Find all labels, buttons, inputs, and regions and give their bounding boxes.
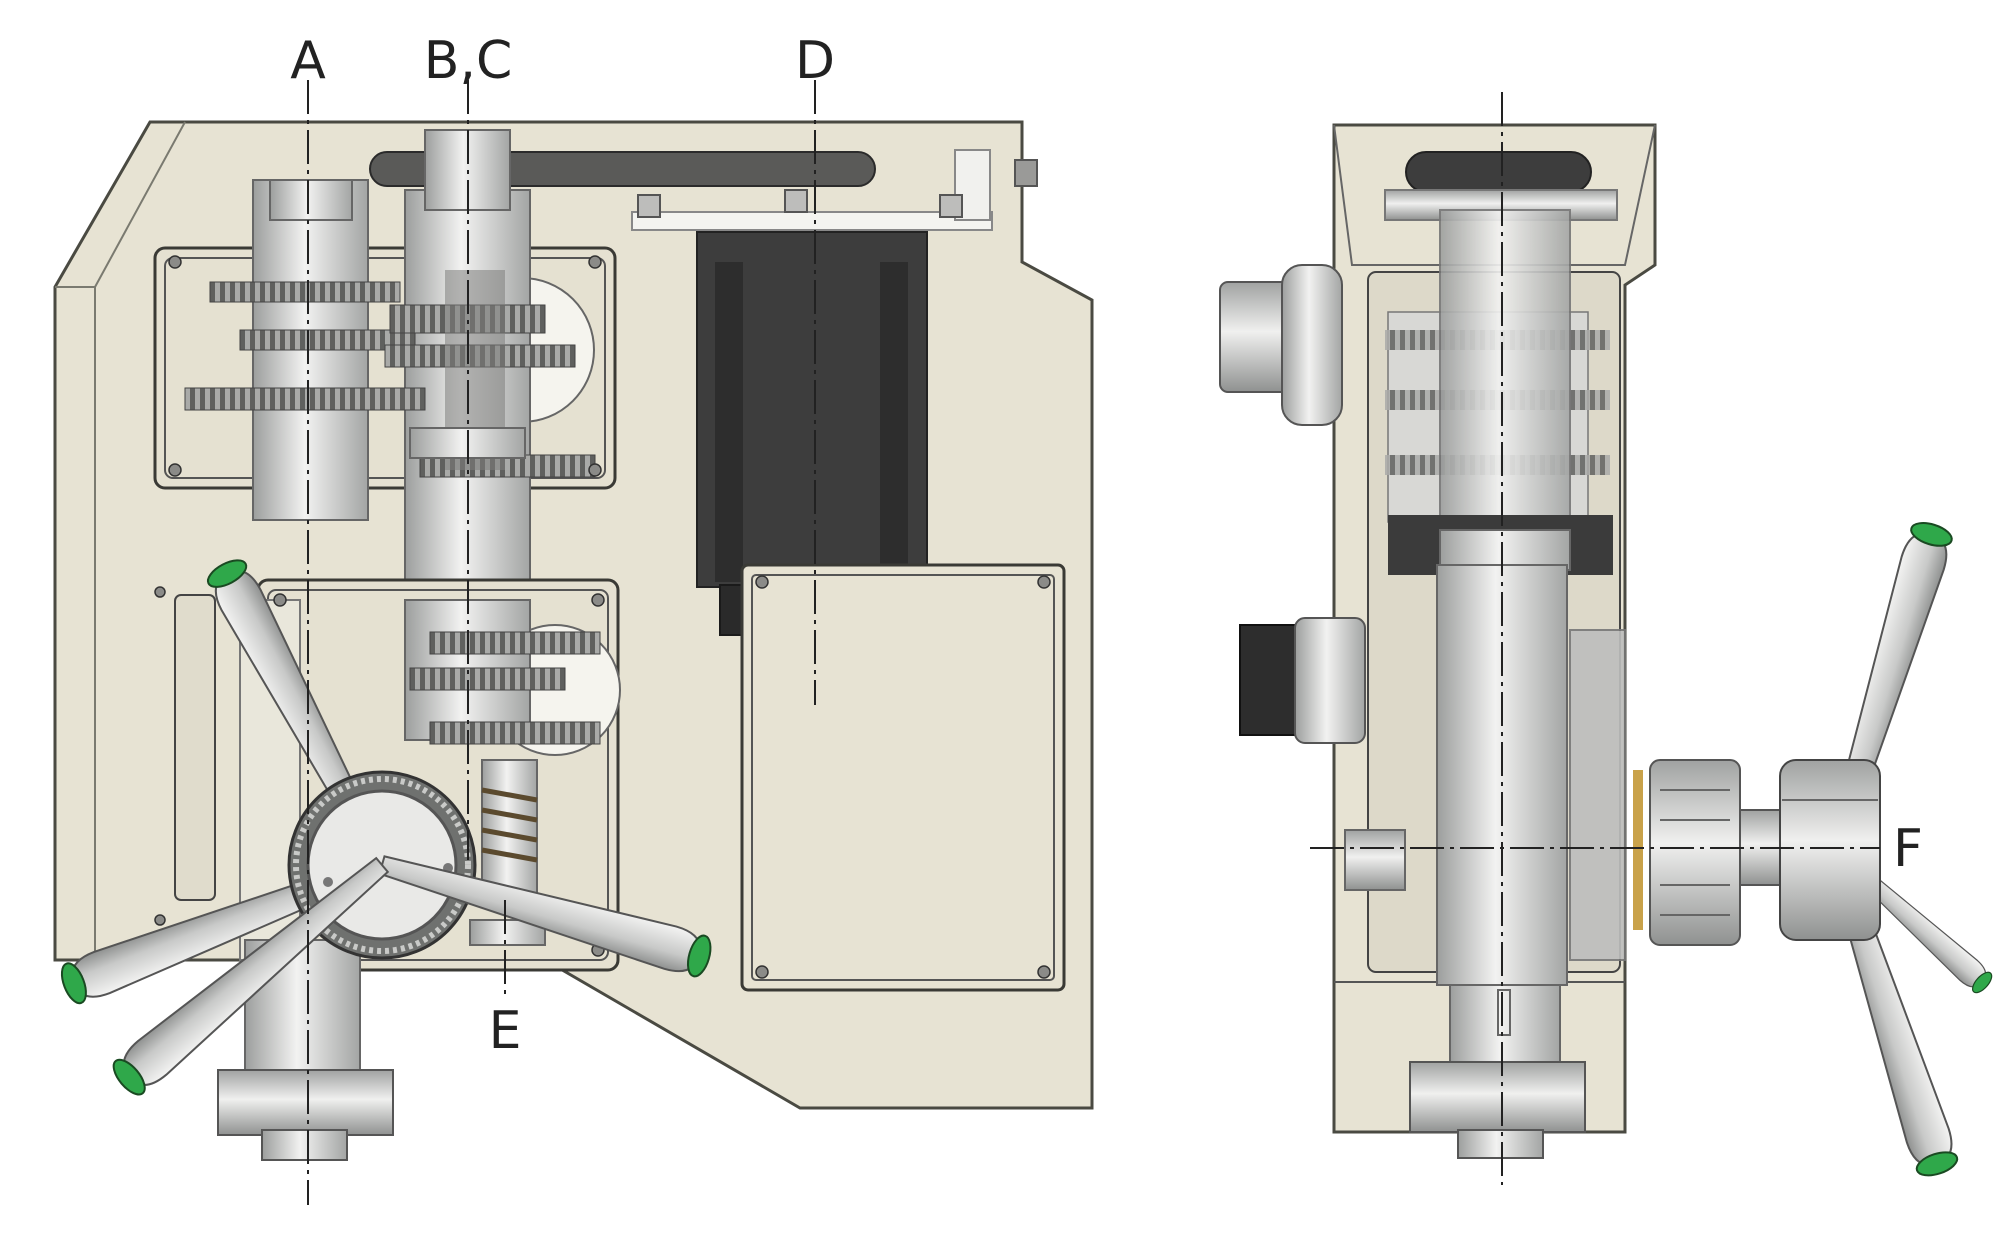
motor-bracket [631,211,993,231]
feed-handwheel [55,553,716,1102]
center-lines [307,80,1880,1205]
label-f: F [1893,819,1923,879]
pinion-sleeve [1649,759,1741,946]
label-e: E [489,1001,522,1061]
front-view [53,120,1094,1161]
side-view [1219,123,1997,1182]
label-d: D [795,31,835,91]
label-a: A [290,31,326,91]
side-handwheel [1779,517,1997,1182]
side-slot [174,594,216,901]
electrical-cover [740,563,1066,992]
label-bc: B,C [424,31,513,91]
side-hub [1779,759,1881,941]
